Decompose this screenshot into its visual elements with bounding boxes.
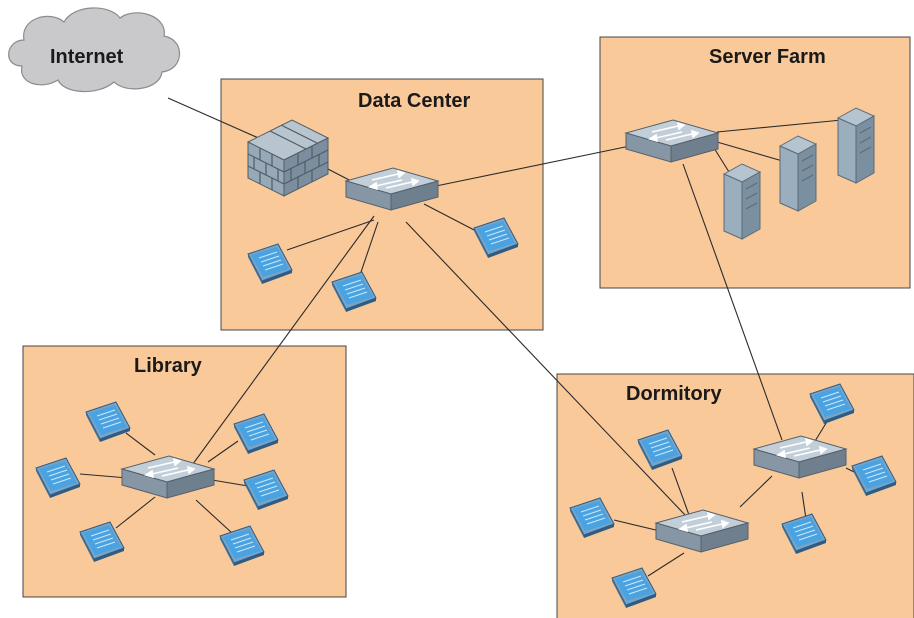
zone-dormitory bbox=[556, 373, 914, 618]
server-tower-icon bbox=[779, 135, 817, 212]
cloud-icon bbox=[8, 7, 181, 93]
dormitory-label: Dormitory bbox=[626, 383, 722, 405]
server-farm-label: Server Farm bbox=[709, 46, 826, 68]
internet-label: Internet bbox=[50, 46, 124, 68]
data-center-label: Data Center bbox=[358, 90, 470, 112]
network-links bbox=[79, 97, 863, 577]
server-tower-icon bbox=[723, 163, 761, 240]
library-label: Library bbox=[134, 355, 203, 377]
server-tower-icon bbox=[837, 107, 875, 184]
